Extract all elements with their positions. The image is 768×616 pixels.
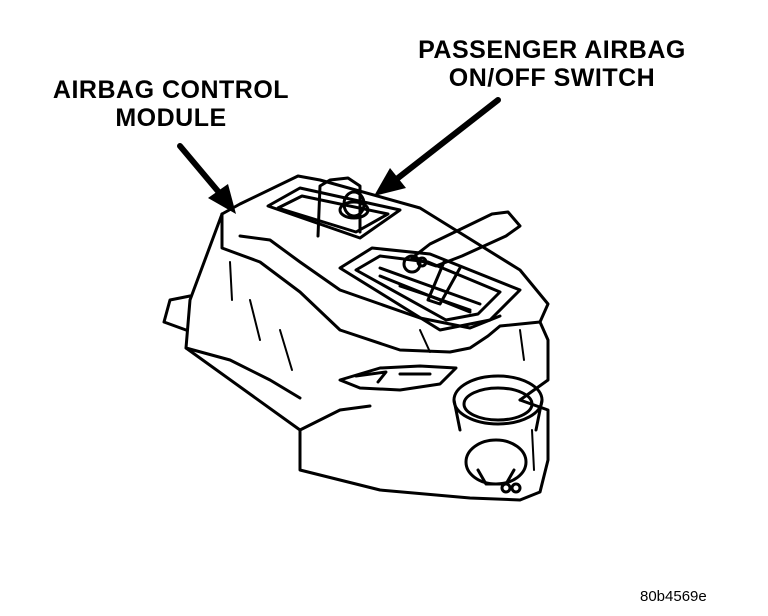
airbag-control-module-label: AIRBAG CONTROL MODULE [36, 76, 306, 132]
storage-slot [340, 366, 456, 390]
arrow-to-module [180, 146, 236, 214]
shifter-gate [340, 248, 520, 330]
passenger-switch-label-line1: PASSENGER AIRBAG [392, 36, 712, 64]
lower-outlet [466, 440, 526, 492]
airbag-control-module-label-line2: MODULE [36, 104, 306, 132]
arrow-to-switch [374, 100, 498, 196]
passenger-airbag-switch [340, 192, 368, 218]
airbag-control-module-label-line1: AIRBAG CONTROL [36, 76, 306, 104]
passenger-switch-label-line2: ON/OFF SWITCH [392, 64, 712, 92]
passenger-switch-label: PASSENGER AIRBAG ON/OFF SWITCH [392, 36, 712, 92]
center-console-body [164, 176, 548, 500]
figure-code: 80b4569e [640, 588, 707, 605]
